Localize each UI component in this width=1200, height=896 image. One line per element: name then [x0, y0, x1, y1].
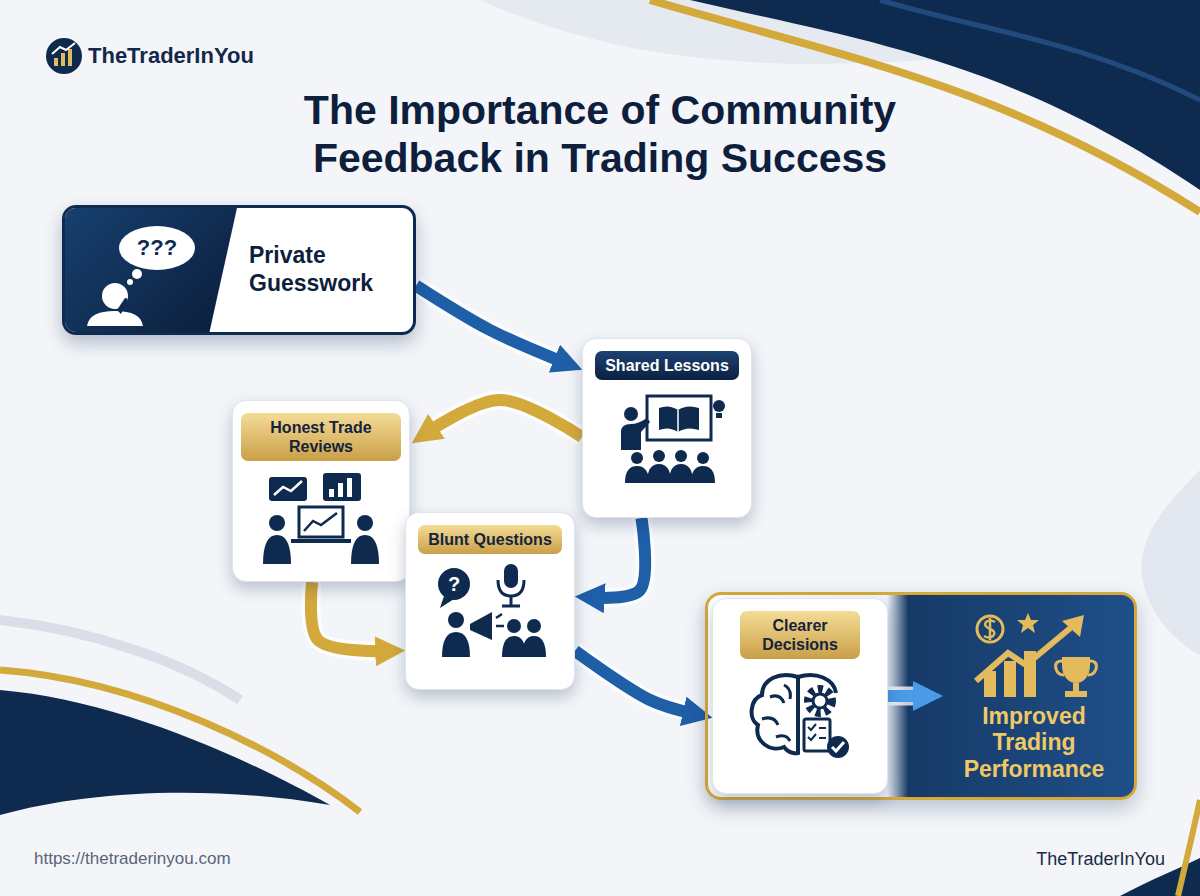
card-heading: Honest Trade Reviews [241, 413, 401, 461]
card-heading: Clearer Decisions [740, 611, 860, 659]
result-title: Improved Trading Performance [940, 703, 1128, 782]
process-card: Clearer Decisions [712, 598, 888, 794]
icon-part [263, 473, 379, 564]
connector-glow [595, 518, 645, 598]
connector-group [416, 286, 564, 363]
brand-name: TheTraderInYou [88, 42, 254, 70]
result-panel: Improved Trading Performance [940, 609, 1128, 782]
icon-part [87, 226, 195, 326]
connector-glow [416, 286, 564, 363]
flow-arrow [888, 690, 923, 702]
icon-holder [607, 388, 727, 483]
connector-group [575, 651, 693, 714]
dark-panel: ??? [65, 208, 237, 332]
icon-part [68, 49, 72, 66]
icon-part [52, 43, 75, 54]
result-box: Improved Trading Performance Clearer Deci… [705, 592, 1137, 800]
icon-part [976, 613, 1096, 697]
flow-arrow [595, 518, 645, 598]
icon [740, 667, 860, 762]
connector-group [428, 400, 582, 437]
card-heading: Blunt Questions [418, 525, 562, 554]
result-fill [707, 594, 1135, 798]
start-box: ??? Private Guesswork [62, 205, 416, 335]
icon-part [438, 564, 546, 657]
icon-holder: ? [430, 562, 550, 657]
website-url: https://thetraderinyou.com [34, 848, 231, 870]
process-card: Shared Lessons [582, 338, 752, 518]
brand-logo [46, 38, 82, 74]
icon-holder: ??? [77, 216, 207, 326]
icon-part [752, 675, 849, 758]
icon [77, 216, 207, 326]
icon [607, 388, 727, 483]
grey-swoosh [0, 620, 240, 700]
card-heading: Shared Lessons [595, 351, 739, 380]
connector-glow [311, 582, 385, 651]
blue-swoosh [880, 0, 1200, 100]
icon-part [46, 38, 82, 74]
icon-part [621, 396, 725, 483]
icon-part [54, 58, 58, 66]
diagram-title: The Importance of Community Feedback in … [220, 86, 980, 182]
connector-glow [575, 651, 693, 714]
icon-holder [261, 469, 381, 564]
icon-part [61, 53, 65, 66]
brand-name: TheTraderInYou [1000, 848, 1165, 870]
icon-holder [740, 667, 860, 762]
flow-arrow [575, 651, 693, 714]
gold-swoosh [0, 670, 360, 812]
flow-arrow [416, 286, 564, 363]
icon [261, 469, 381, 564]
panel-fills [707, 594, 1135, 798]
connector-glow [428, 400, 582, 437]
grey-swoosh [1141, 470, 1200, 655]
process-card: Honest Trade Reviews [232, 400, 410, 582]
thought-marks: ??? [121, 235, 193, 261]
question-mark: ? [443, 571, 465, 597]
flow-arrow [428, 400, 582, 437]
icon [964, 609, 1104, 699]
connector-group [595, 518, 645, 598]
process-card: Blunt Questions? [405, 512, 575, 690]
gold-swoosh [1178, 800, 1200, 896]
box-title: Private Guesswork [249, 232, 413, 307]
connector-glow [888, 687, 923, 706]
icon-holder [964, 609, 1104, 699]
flow-arrow [311, 582, 385, 651]
connector-group [888, 696, 923, 697]
connector-group [311, 582, 385, 651]
